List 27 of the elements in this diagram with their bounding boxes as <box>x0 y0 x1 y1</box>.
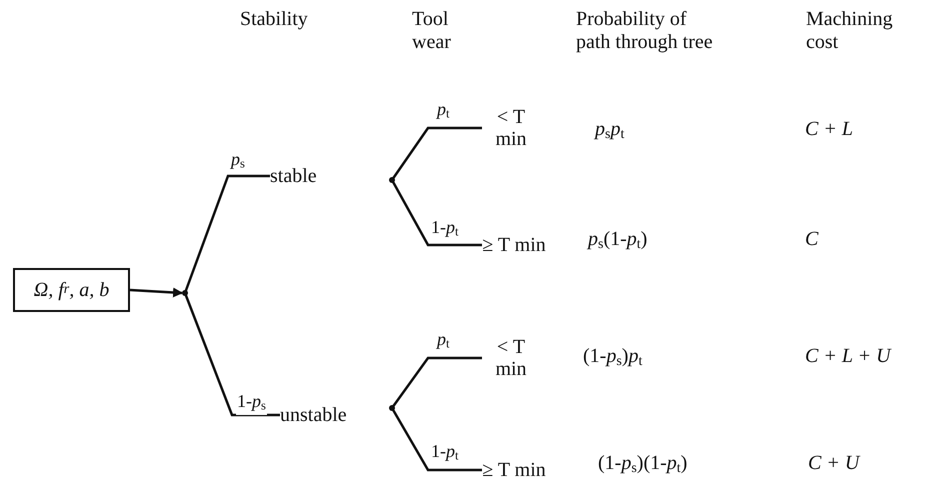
outcome-label: < T min <box>482 330 540 386</box>
probability-expression: (1-p$_{s}$)p$_{t}$ <box>583 345 644 371</box>
probability-label: 1-p$_{s}$ <box>236 392 267 415</box>
branch-line <box>184 292 280 416</box>
branch-point <box>389 405 395 411</box>
probability-expression: p$_{s}$(1-p$_{t}$) <box>588 228 648 254</box>
column-header: Machining cost <box>806 8 894 54</box>
branch-label: unstable <box>280 401 380 429</box>
column-header: Probability of path through tree <box>576 8 714 54</box>
column-header: Tool wear <box>412 8 452 54</box>
branch-line <box>390 126 482 181</box>
outcome-label: ≥ T min <box>482 217 546 273</box>
branch-label: stable <box>270 162 344 190</box>
cost-expression: C + L + U <box>805 345 892 368</box>
branch-line <box>184 174 270 294</box>
arrow <box>130 288 183 298</box>
branch-point <box>389 177 395 183</box>
outcome-label: ≥ T min <box>482 446 546 494</box>
probability-expression: (1-p$_{s}$)(1-p$_{t}$) <box>598 452 688 478</box>
cost-expression: C <box>805 228 820 251</box>
column-header: Stability <box>240 8 309 31</box>
cost-expression: C + L <box>805 118 854 141</box>
branch-line <box>390 356 482 409</box>
cost-expression: C + U <box>808 452 862 475</box>
branch-point <box>182 290 188 296</box>
probability-expression: p$_{s}$p$_{t}$ <box>595 118 626 144</box>
outcome-label: < T min <box>482 100 540 156</box>
